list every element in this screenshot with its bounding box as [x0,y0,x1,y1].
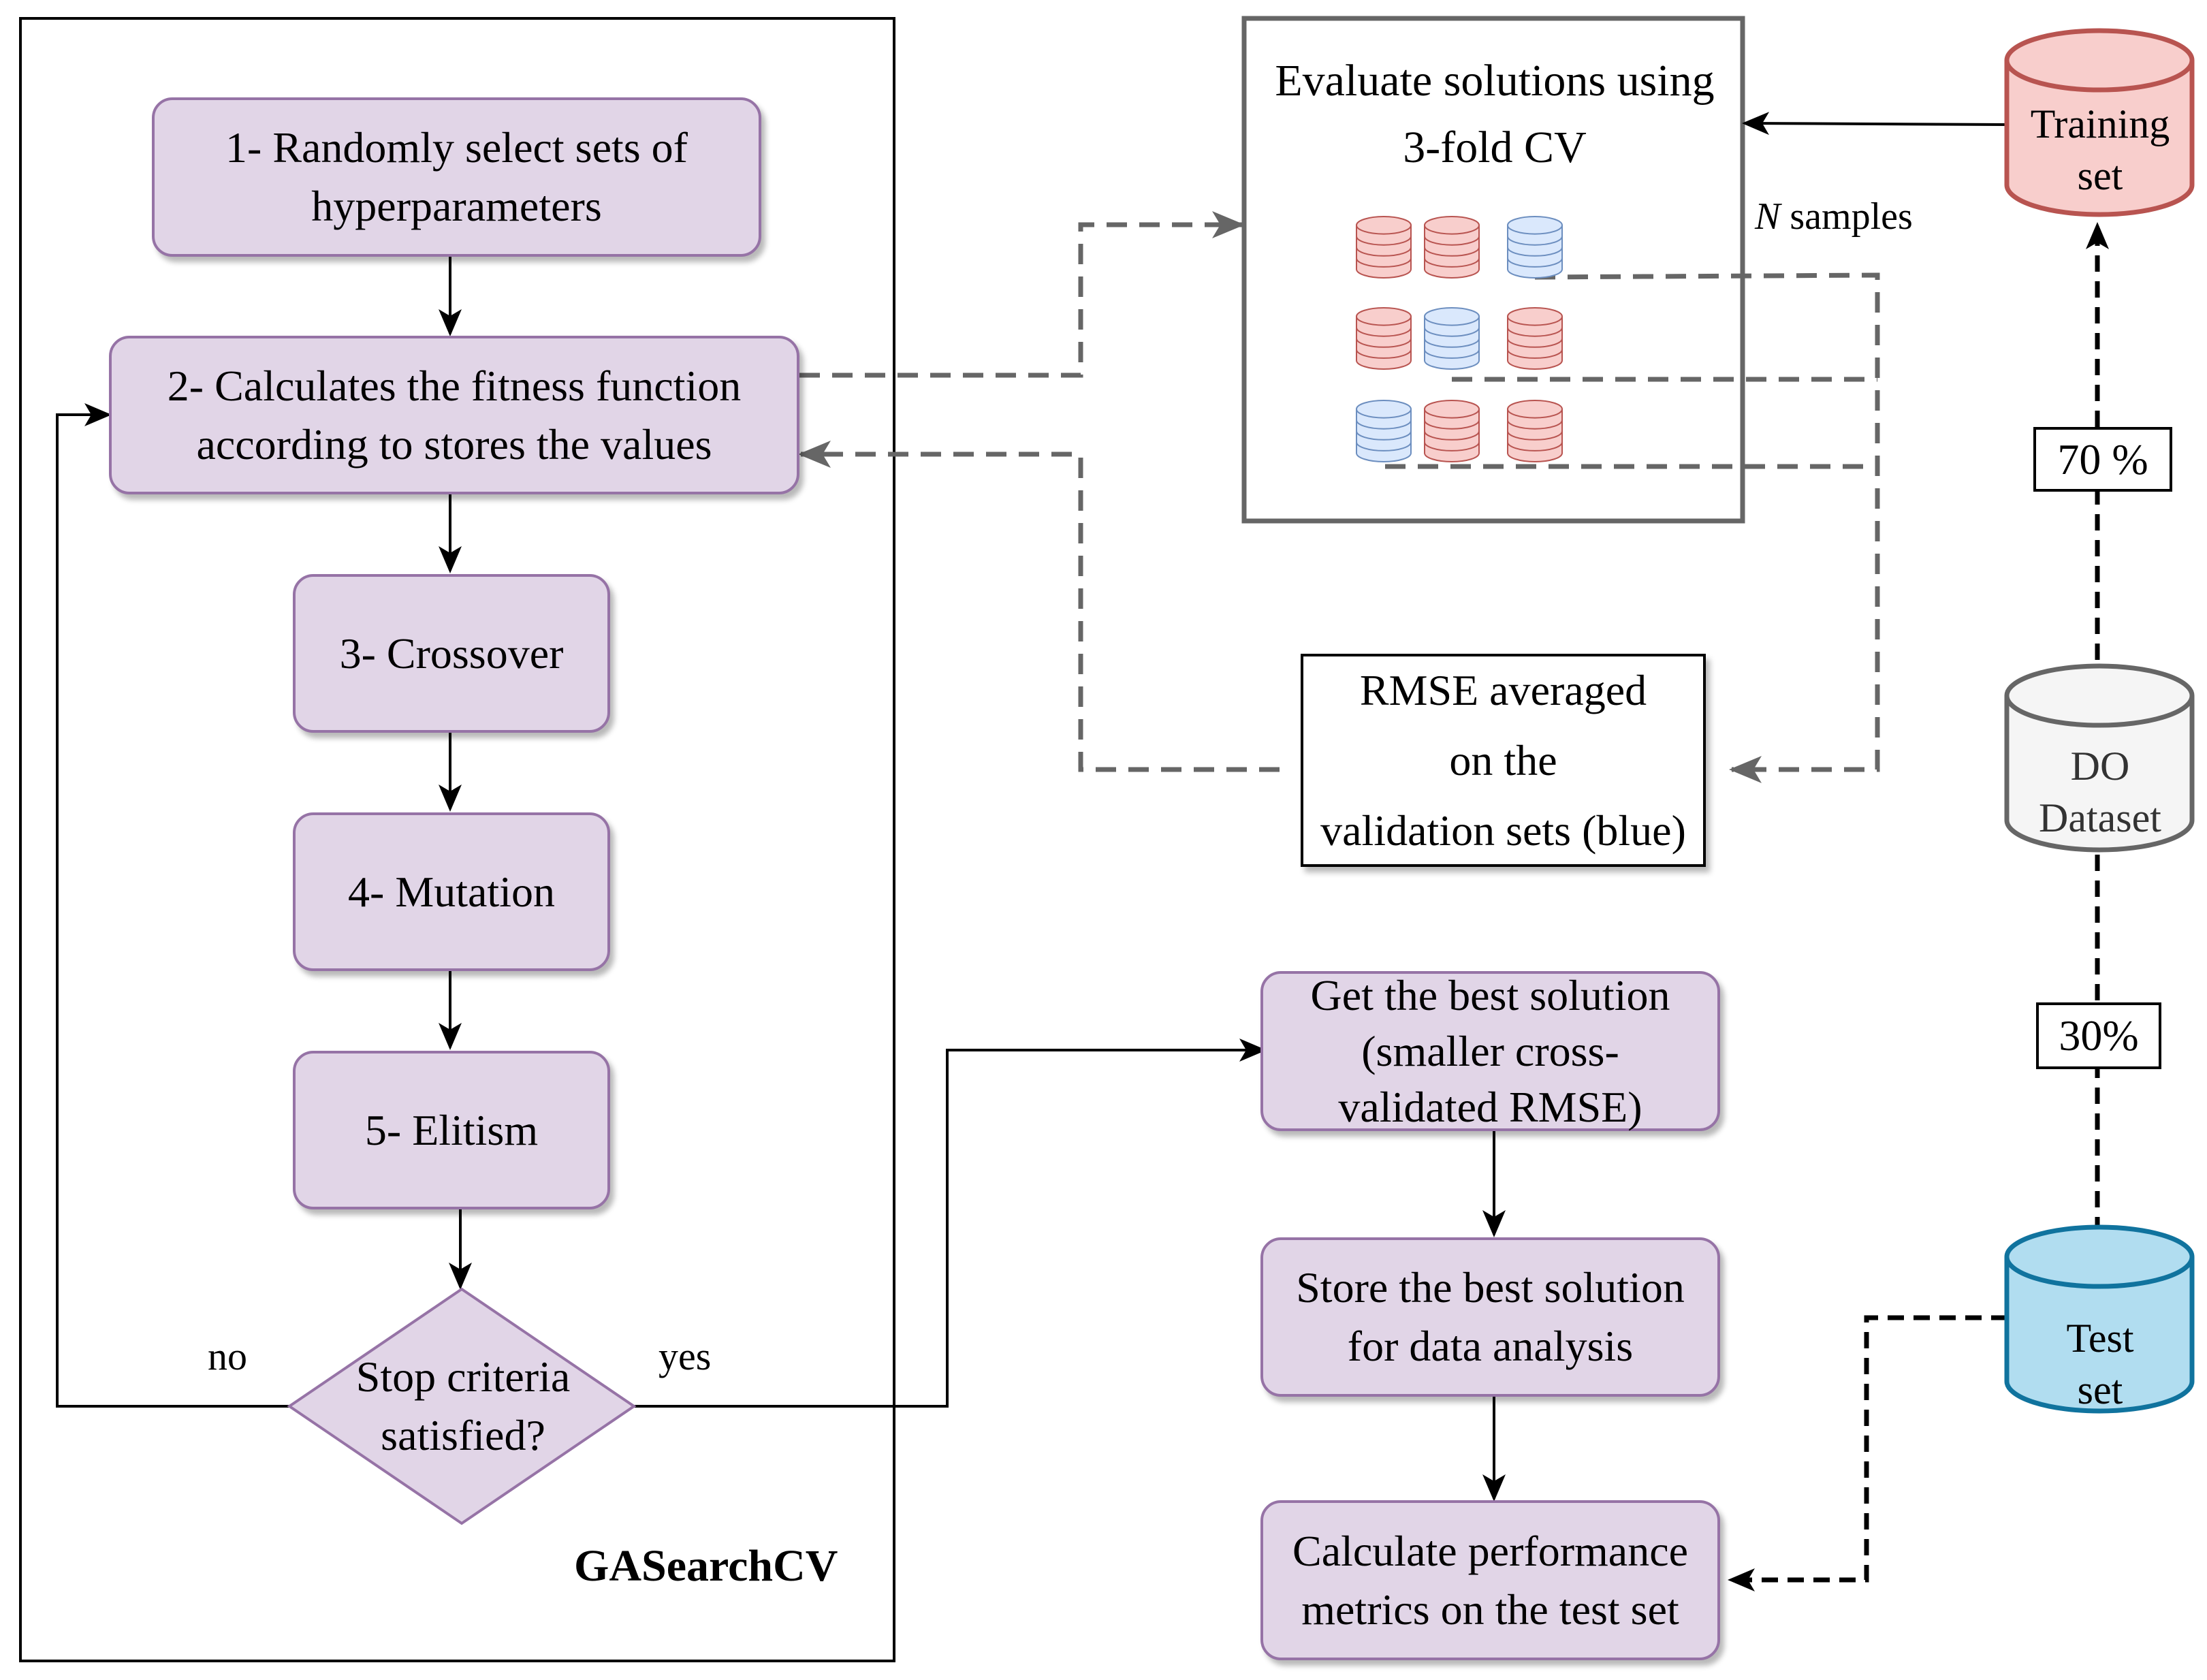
fold-db-icon-training [1507,400,1563,462]
training-set-label: Training set [2030,101,2170,198]
training-set-cylinder [2004,28,2195,217]
cv-fold-grid [1356,216,1563,462]
main-flow-arrows [56,112,2008,1502]
dashed-test-to-calc [1728,1315,2007,1591]
dataset-cylinder [2004,663,2195,853]
get-best-solution: Get the best solution (smaller cross- va… [1260,971,1720,1131]
no-label: no [208,1334,247,1378]
store-best-solution: Store the best solution for data analysi… [1260,1237,1720,1397]
arrow-yes-to-get-best [632,1039,1267,1408]
arrow-no-loop-to-step2 [56,403,290,1408]
dashed-step2-to-cv [799,211,1245,378]
n-samples-label: N samples [1755,195,1913,238]
data-cylinders [2004,28,2195,1414]
dashed-rmse-to-step2 [798,441,1280,772]
cv-title: Evaluate solutions using 3-fold CV [1275,56,1715,172]
gasearchcv-group-border [19,17,895,1662]
dashed-fold1-to-rmse [1534,272,1880,783]
decision-text: Stop criteria satisfied? [355,1352,571,1459]
fold-db-icon-training [1424,216,1480,279]
test-percent: 30% [2036,1002,2161,1069]
step-2-fitness: 2- Calculates the fitness function accor… [109,336,799,494]
dataset-label: DO Dataset [2039,744,2161,840]
fold-db-icon-training [1356,307,1412,370]
step-4-mutation: 4- Mutation [293,812,610,971]
step-5-elitism: 5- Elitism [293,1051,610,1209]
test-set-cylinder [2004,1224,2195,1414]
step-3-crossover: 3- Crossover [293,574,610,733]
test-set-label: Test set [2066,1316,2134,1412]
fold-db-icon-training [1424,400,1480,462]
fold-db-icon-validation [1356,400,1412,462]
calculate-performance-metrics: Calculate performance metrics on the tes… [1260,1500,1720,1660]
rmse-averaged-box: RMSE averaged on the validation sets (bl… [1301,654,1706,867]
fold-db-icon-training [1507,307,1563,370]
gasearchcv-label: GASearchCV [574,1541,838,1591]
training-percent: 70 % [2033,427,2172,492]
fold-db-icon-training [1356,216,1412,279]
cv-evaluation-box [1241,16,1745,524]
yes-label: yes [658,1334,712,1378]
n-symbol: N [1755,195,1781,238]
samples-text: samples [1780,195,1913,238]
cv-dashed-arrows [798,211,1880,783]
fold-db-icon-validation [1424,307,1480,370]
fold-db-icon-validation [1507,216,1563,279]
arrow-training-to-cv [1742,112,2008,136]
step-1-random-select: 1- Randomly select sets of hyperparamete… [152,97,761,257]
decision-diamond [287,1287,637,1525]
